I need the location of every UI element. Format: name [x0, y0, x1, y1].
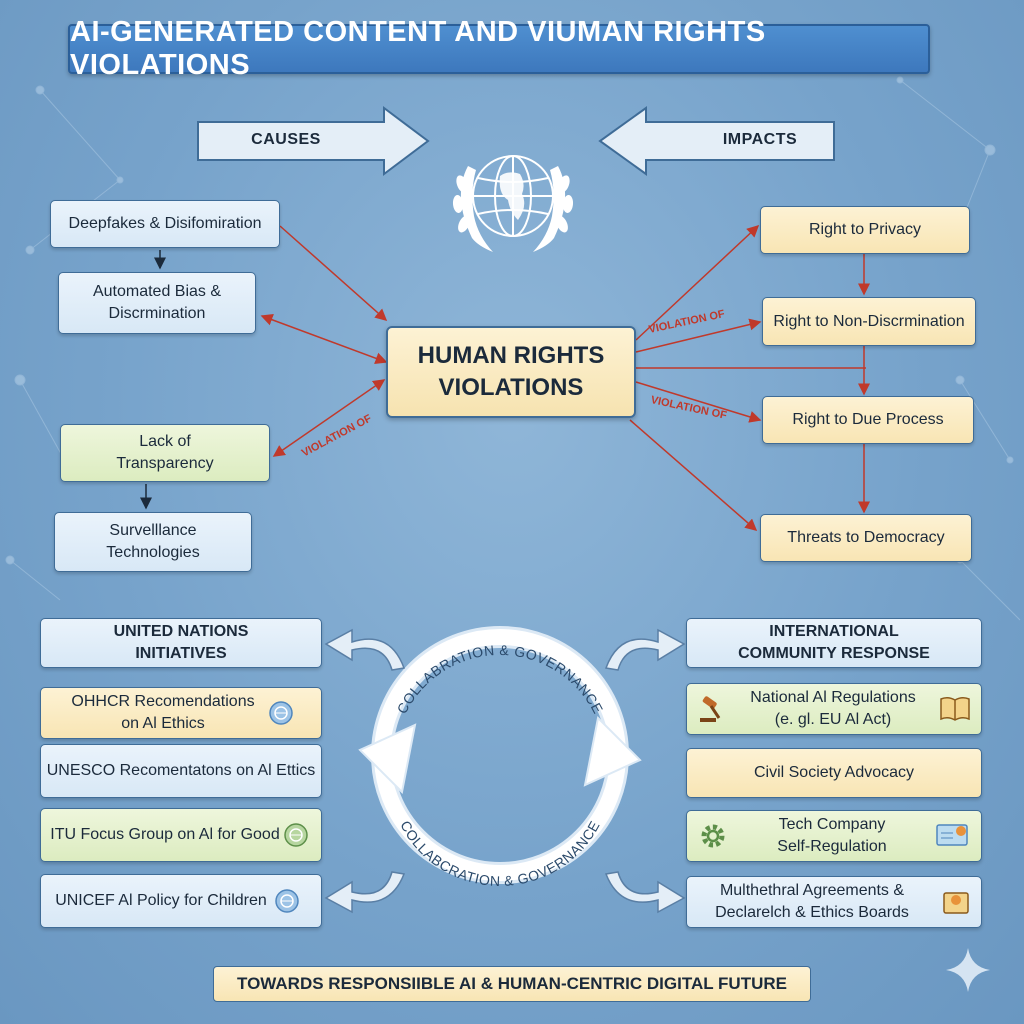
un-item-unicef-label: UNICEF Al Policy for Children: [55, 892, 267, 910]
footer-banner: TOWARDS RESPONSIIBLE AI & HUMAN-CENTRIC …: [213, 966, 811, 1002]
intl-item-national-regulations-label: National Al Regulations (e. gl. EU Al Ac…: [750, 689, 916, 728]
impacts-arrow: [598, 106, 835, 176]
book-icon: [939, 695, 971, 723]
human-rights-violations-hub: HUMAN RIGHTS VIOLATIONS: [386, 326, 636, 418]
impact-non-discrimination: Right to Non-Discrmination: [762, 297, 976, 346]
un-emblem-icon: [263, 700, 299, 726]
cause-surveillance: Survelllance Technologies: [54, 512, 252, 572]
gavel-icon: [697, 694, 727, 724]
un-header-line1: UNITED NATIONS: [113, 623, 249, 641]
un-emblem-icon: [452, 155, 574, 252]
impact-due-process: Right to Due Process: [762, 396, 974, 444]
book-icon: [941, 887, 971, 917]
intl-item-multilateral-agreements-label: Multhethral Agreements & Declarelch & Et…: [715, 882, 909, 921]
intl-item-tech-self-regulation: Tech Company Self-Regulation: [686, 810, 982, 862]
gear-icon: [697, 820, 729, 852]
un-item-itu-label: ITU Focus Group on Al for Good: [50, 826, 280, 844]
intl-item-multilateral-agreements: Multhethral Agreements & Declarelch & Et…: [686, 876, 982, 928]
impact-privacy: Right to Privacy: [760, 206, 970, 254]
un-emblem-icon: [280, 822, 312, 848]
intl-response-header: INTERNATIONAL COMMUNITY RESPONSE: [686, 618, 982, 668]
collaboration-cycle: COLLABRATION & GOVERNANCE COLLABCRATION …: [358, 626, 642, 889]
cause-deepfakes: Deepfakes & Disifomiration: [50, 200, 280, 248]
un-item-ohchr-label: OHHCR Recomendations on Al Ethics: [71, 693, 255, 732]
un-item-unesco: UNESCO Recomentatons on Al Ettics: [40, 744, 322, 798]
causes-arrow: [197, 106, 430, 176]
intl-header-line2: COMMUNITY RESPONSE: [738, 645, 930, 662]
cause-automated-bias: Automated Bias & Discrmination: [58, 272, 256, 334]
un-item-ohchr: OHHCR Recomendations on Al Ethics: [40, 687, 322, 739]
impact-threats-democracy: Threats to Democracy: [760, 514, 972, 562]
intl-item-tech-self-regulation-label: Tech Company Self-Regulation: [777, 816, 887, 855]
un-item-itu: ITU Focus Group on Al for Good: [40, 808, 322, 862]
certificate-icon: [935, 821, 971, 851]
causes-label: CAUSES: [251, 131, 321, 148]
impacts-label: IMPACTS: [722, 131, 798, 148]
sparkle-icon: [946, 948, 990, 992]
cause-lack-of-transparency: Lack of Transparency: [60, 424, 270, 482]
hub-line1: HUMAN RIGHTS: [417, 341, 605, 369]
intl-header-line1: INTERNATIONAL: [769, 623, 899, 641]
intl-item-civil-society: Civil Society Advocacy: [686, 748, 982, 798]
un-header-line2: INITIATIVES: [135, 645, 227, 662]
un-initiatives-header: UNITED NATIONS INITIATIVES: [40, 618, 322, 668]
hub-line2: VIOLATIONS: [438, 374, 584, 401]
un-emblem-icon: [267, 888, 307, 914]
un-item-unicef: UNICEF Al Policy for Children: [40, 874, 322, 928]
intl-item-national-regulations: National Al Regulations (e. gl. EU Al Ac…: [686, 683, 982, 735]
